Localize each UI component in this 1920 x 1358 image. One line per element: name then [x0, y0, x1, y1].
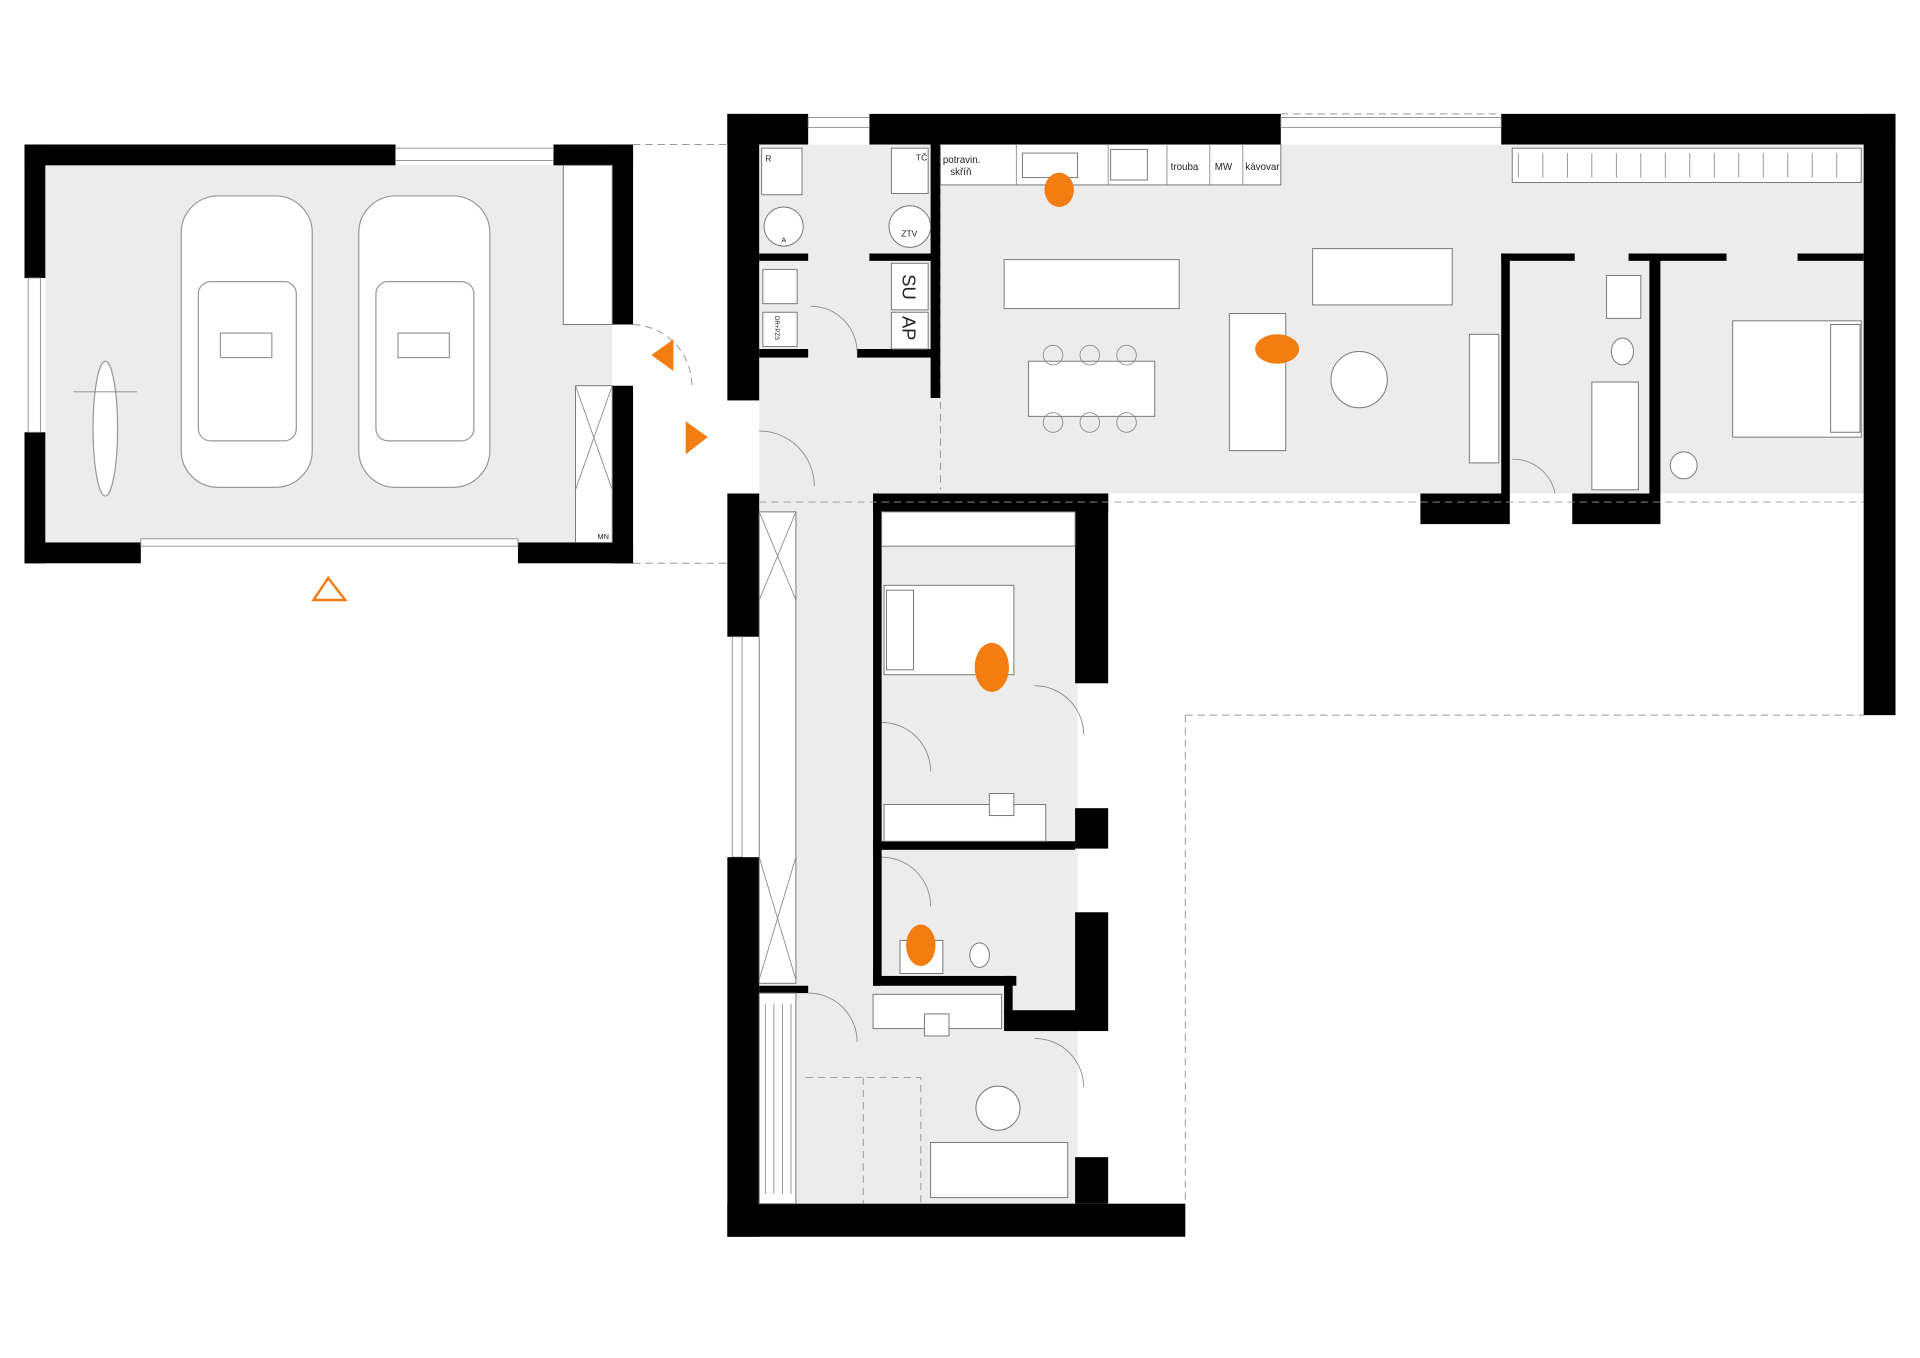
house-entry-arrow-icon: [685, 421, 708, 455]
pantry-label: potravin.: [943, 155, 981, 166]
person-icon: [974, 642, 1009, 692]
motorcycle-icon: [73, 360, 138, 497]
switchboard-label: R: [765, 154, 771, 164]
pantry-label-2: skříň: [950, 167, 971, 178]
garage: MN: [24, 144, 693, 564]
garage-unit-label: MN: [598, 532, 609, 541]
person-icon: [906, 924, 936, 967]
bedroom: [881, 511, 1085, 842]
living-room: [1228, 147, 1862, 464]
utility-room: DR+PZS SU AP: [759, 262, 929, 487]
oven-label: trouba: [1171, 162, 1199, 173]
garage-entry-arrow-icon: [651, 339, 674, 372]
coffee-machine-label: kávovar: [1245, 162, 1280, 173]
master-suite: [1512, 275, 1862, 494]
boiler-label: ZTV: [901, 228, 917, 238]
person-icon: [1044, 172, 1074, 207]
car-icon: [180, 195, 313, 488]
person-icon: [1255, 334, 1300, 364]
dryer-label: SU: [898, 274, 919, 300]
corridor: [758, 511, 797, 984]
bathroom: [881, 856, 990, 974]
technical-room: R TČ A ZTV: [761, 147, 932, 248]
heat-pump-label: TČ: [916, 152, 927, 162]
kitchen: potravin. skříň trouba MW kávovar: [939, 144, 1282, 433]
washer-label: AP: [898, 316, 919, 341]
study-room: [758, 992, 1085, 1205]
entrance-triangle-icon: [311, 575, 348, 602]
car-icon: [358, 195, 491, 488]
tank-label: A: [781, 235, 786, 244]
microwave-label: MW: [1215, 162, 1233, 173]
dryer-rack-label: DR+PZS: [773, 316, 780, 340]
